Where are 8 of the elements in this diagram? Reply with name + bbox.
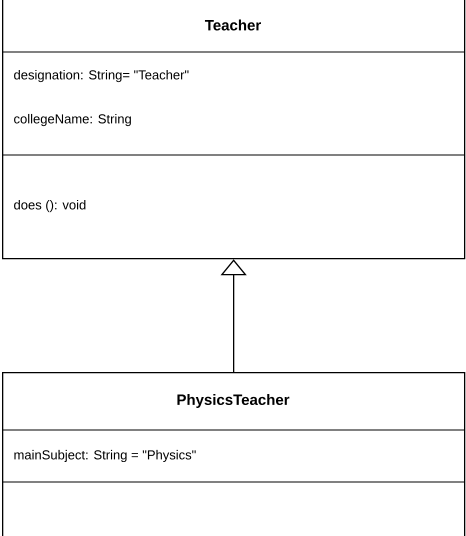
method-text: does (): void bbox=[14, 200, 86, 212]
attribute-text: designation: String= "Teacher" bbox=[14, 70, 189, 82]
class-box bbox=[2, 372, 466, 536]
attribute-text: collegeName: String bbox=[14, 114, 131, 126]
class-box bbox=[2, 0, 466, 260]
class-name: Teacher bbox=[204, 20, 261, 30]
attribute-text: mainSubject: String = "Physics" bbox=[14, 450, 196, 462]
class-name: PhysicsTeacher bbox=[177, 394, 290, 408]
